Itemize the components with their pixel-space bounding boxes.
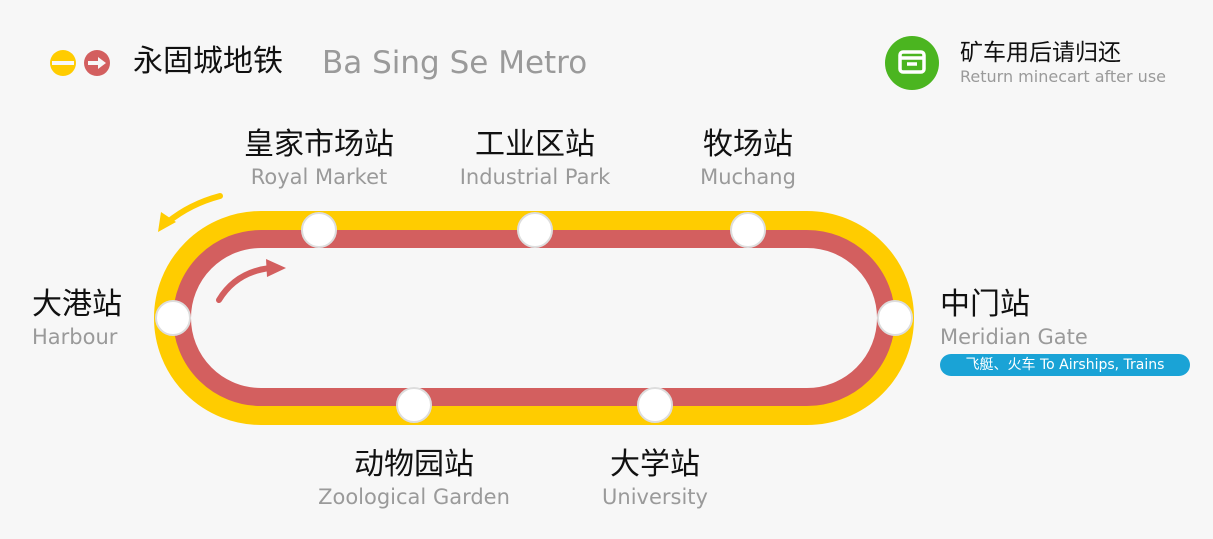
station-name-english: Industrial Park (459, 165, 611, 189)
station-marker-meridian-gate (877, 300, 913, 336)
inner-direction-arrow (216, 259, 286, 303)
outer-direction-arrow (158, 193, 223, 232)
station-name-english: University (602, 485, 708, 509)
station-name-english: Meridian Gate (940, 325, 1088, 349)
metro-logo-icon (50, 50, 110, 76)
station-label-meridian-gate: 中门站 Meridian Gate (940, 286, 1088, 350)
station-label-muchang: 牧场站 Muchang (700, 126, 796, 190)
page-title-chinese: 永固城地铁 (133, 44, 283, 79)
station-name-english: Muchang (700, 165, 796, 189)
station-label-industrial-park: 工业区站 Industrial Park (460, 126, 611, 190)
station-marker-royal-market (301, 212, 337, 248)
station-name-english: Harbour (32, 325, 118, 349)
station-marker-industrial-park (517, 212, 553, 248)
notice-text-english: Return minecart after use (960, 67, 1166, 86)
station-name-english: Zoological Garden (318, 485, 510, 509)
station-marker-university (637, 387, 673, 423)
station-name-english: Royal Market (250, 165, 388, 189)
station-name-chinese: 动物园站 (353, 447, 474, 482)
station-name-chinese: 工业区站 (475, 127, 595, 162)
station-label-royal-market: 皇家市场站 Royal Market (244, 126, 394, 190)
page-title-english: Ba Sing Se Metro (322, 45, 588, 81)
station-label-zoological-garden: 动物园站 Zoological Garden (318, 446, 510, 510)
inner-loop-line (173, 230, 895, 406)
station-label-university: 大学站 University (602, 446, 708, 510)
station-marker-harbour (155, 300, 191, 336)
minecart-icon (885, 36, 939, 90)
station-name-chinese: 大港站 (32, 287, 122, 322)
station-name-chinese: 皇家市场站 (244, 127, 394, 162)
transfer-badge: 飞艇、火车 To Airships, Trains (940, 354, 1190, 376)
station-name-chinese: 牧场站 (702, 127, 793, 162)
notice-text-chinese: 矿车用后请归还 (960, 40, 1121, 66)
station-marker-zoological-garden (396, 387, 432, 423)
station-marker-muchang (730, 212, 766, 248)
station-name-chinese: 大学站 (610, 447, 700, 482)
outer-loop-line (154, 211, 914, 425)
station-name-chinese: 中门站 (940, 287, 1030, 322)
station-label-harbour: 大港站 Harbour (32, 286, 122, 350)
